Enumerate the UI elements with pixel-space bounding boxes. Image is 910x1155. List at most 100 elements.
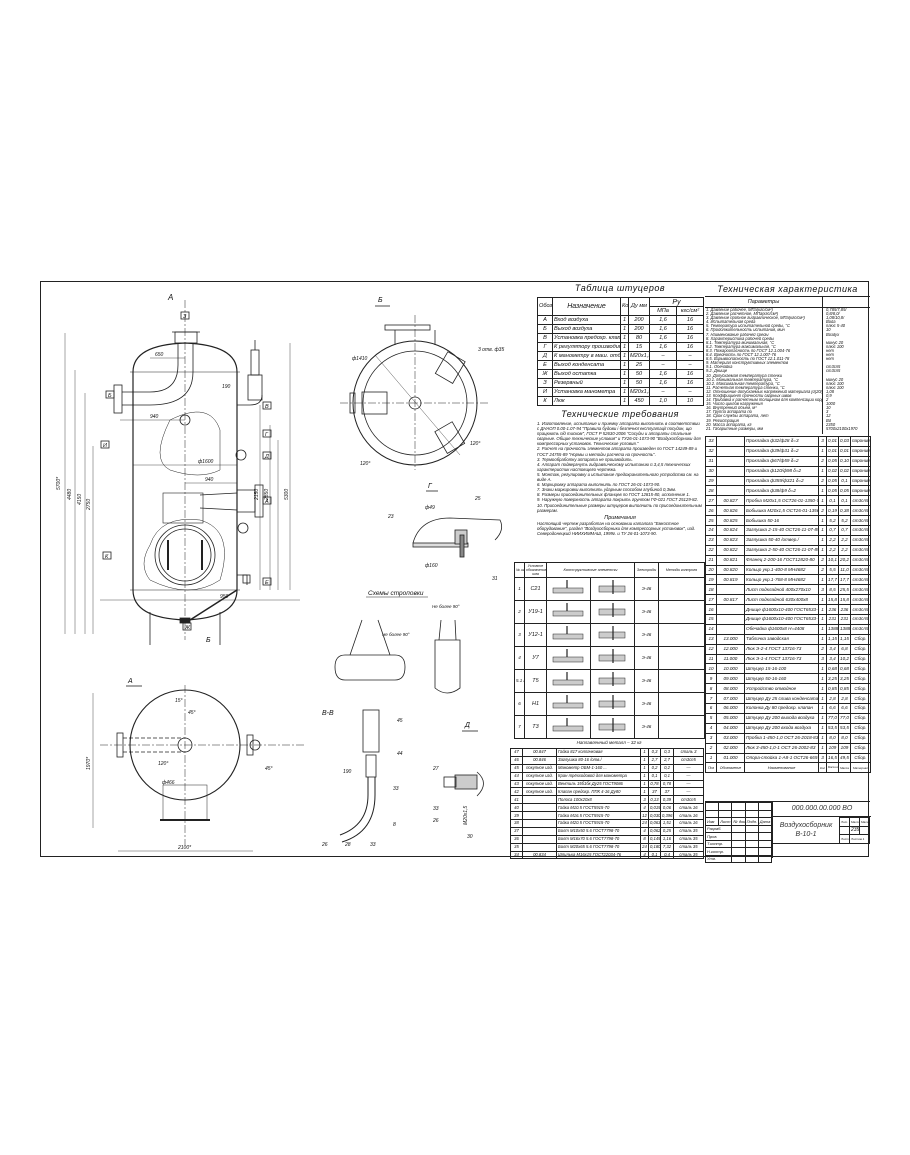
- tech-value: 2350: [826, 422, 836, 427]
- cell-pos: 7: [705, 693, 717, 705]
- dim-text: 4150: [77, 494, 83, 505]
- col-header: Наименование: [744, 762, 819, 774]
- weld-control: [658, 576, 706, 601]
- cell-mat: ст3сп5: [673, 755, 704, 765]
- weld-sketch-icon: [598, 718, 625, 733]
- cell-qty: 3: [818, 752, 827, 764]
- cell-qty: 1: [640, 771, 649, 781]
- cell-m2: 0,25: [660, 826, 674, 836]
- cell-purpose: К регулятору производительности: [552, 342, 621, 352]
- tech-value: плюс 100: [826, 381, 844, 386]
- cell-name: Лист подкладной 400х270х10: [744, 584, 819, 596]
- cell-m2: 0,7: [838, 525, 851, 536]
- tech-list: 1. Давление рабочее, МПа(кгс/см²)0,785/7…: [706, 308, 870, 431]
- dim-text: 950: [220, 594, 229, 600]
- tech-param: 9.1. Обечайка: [706, 365, 733, 370]
- view-arrow-label: Б: [206, 637, 211, 644]
- tech-value: 10: [826, 406, 831, 411]
- cell-qty: 1: [818, 722, 827, 734]
- tech-param: 20. Масса аппарата, кг: [706, 422, 752, 427]
- tb-org-cell: [772, 844, 871, 858]
- cell-name: Прокладка ф38/ф9 δ=2: [744, 485, 819, 497]
- cell-name: Болт М10х50 5.6 ГОСТ7798-70: [556, 826, 641, 836]
- nozzle-table-title: Таблица штуцеров: [574, 283, 666, 293]
- cell-m1: 0,015: [648, 803, 661, 813]
- cell-mat: сталь 16: [673, 803, 704, 813]
- cell-qty: 3: [818, 653, 827, 665]
- tech-title: Техническая характеристика: [717, 284, 858, 294]
- cell-name: Прокладка ф39/ф31 δ=2: [744, 445, 819, 457]
- cell-m1: 0,030: [648, 811, 661, 821]
- cell-des: 05.000: [716, 712, 745, 724]
- cell-kgf: –: [675, 360, 705, 370]
- cell-pos: 40: [510, 803, 523, 813]
- cell-des: 00.834: [522, 850, 557, 860]
- document-code: 000.000.00.000 ВО: [772, 802, 871, 817]
- cell-m2: 10,2: [838, 653, 851, 665]
- cell-m2: 0,39: [660, 795, 674, 805]
- dim-text: 30: [467, 834, 473, 840]
- cell-name: Шпилька М16х15 ГОСТ22034-76: [556, 850, 641, 860]
- cell-des: [716, 475, 745, 487]
- cell-kgf: –: [675, 387, 705, 397]
- cell-qty: 2: [818, 564, 827, 576]
- cell-mat: ст3сп5: [850, 623, 871, 635]
- requirements-list: 1. Изготовление, испытание и приемку апп…: [537, 421, 703, 513]
- tech-header: Параметры: [705, 297, 823, 307]
- cell-mat: ст3сп5: [850, 554, 871, 566]
- tech-row: 9.1. Обечайка ст3сп5: [706, 365, 870, 369]
- cell-name: Заглушка 80-16 /отв./: [556, 755, 641, 765]
- weld-sketch-icon: [598, 626, 625, 641]
- cell-des: [716, 485, 745, 497]
- cell-des: [522, 834, 557, 844]
- cell-des: 00.820: [716, 564, 745, 576]
- cell-qty: 1: [818, 742, 827, 754]
- cell-mat: Сбор.: [850, 732, 871, 744]
- dim-text: 33: [393, 786, 399, 792]
- cell-mat: Сбор.: [850, 703, 871, 714]
- cell-mat: паронит: [850, 436, 871, 447]
- cell-name: Штуцер Ду 200 входа воздуха: [744, 722, 819, 734]
- dim-text: 4480: [67, 489, 73, 500]
- cell-qty: 4: [640, 826, 649, 836]
- dim-text: 33: [370, 842, 376, 848]
- cell-des: 00.819: [716, 574, 745, 586]
- tech-value: ст3сп5: [826, 365, 841, 370]
- cell-pos: 10: [705, 663, 717, 675]
- cell-mpa: 1,0: [649, 396, 677, 406]
- tb-label: Подп.: [744, 817, 759, 826]
- cell-pos: 8: [705, 683, 717, 695]
- dim-text: ф1600: [198, 459, 214, 465]
- tb-role: Т.контр.: [704, 839, 733, 848]
- cell-qty: 24: [640, 842, 649, 852]
- tb-role: Утв.: [704, 854, 733, 863]
- main-view-vessel: 5700* 4480 4150 2750 650 940 190 ф1600 2…: [56, 293, 300, 645]
- cell-m2: 231: [838, 614, 851, 625]
- cell-pos: 43: [510, 779, 523, 789]
- col-header: Конструктивные элементы: [545, 562, 636, 578]
- cell-des: 01.000: [716, 752, 745, 764]
- tech-param: 4. Испытательная среда: [706, 320, 756, 325]
- tech-value: 0,785/7,85/: [826, 308, 847, 312]
- cell-des: [716, 455, 745, 467]
- cell-name: Штуцер 50-16-160: [744, 673, 819, 685]
- weld-sketch: [589, 576, 636, 601]
- requirements-notes-block: 1. Изготовление, испытание и приемку апп…: [537, 421, 703, 536]
- cell-purpose: К манометру в маш. отдел.: [552, 351, 621, 361]
